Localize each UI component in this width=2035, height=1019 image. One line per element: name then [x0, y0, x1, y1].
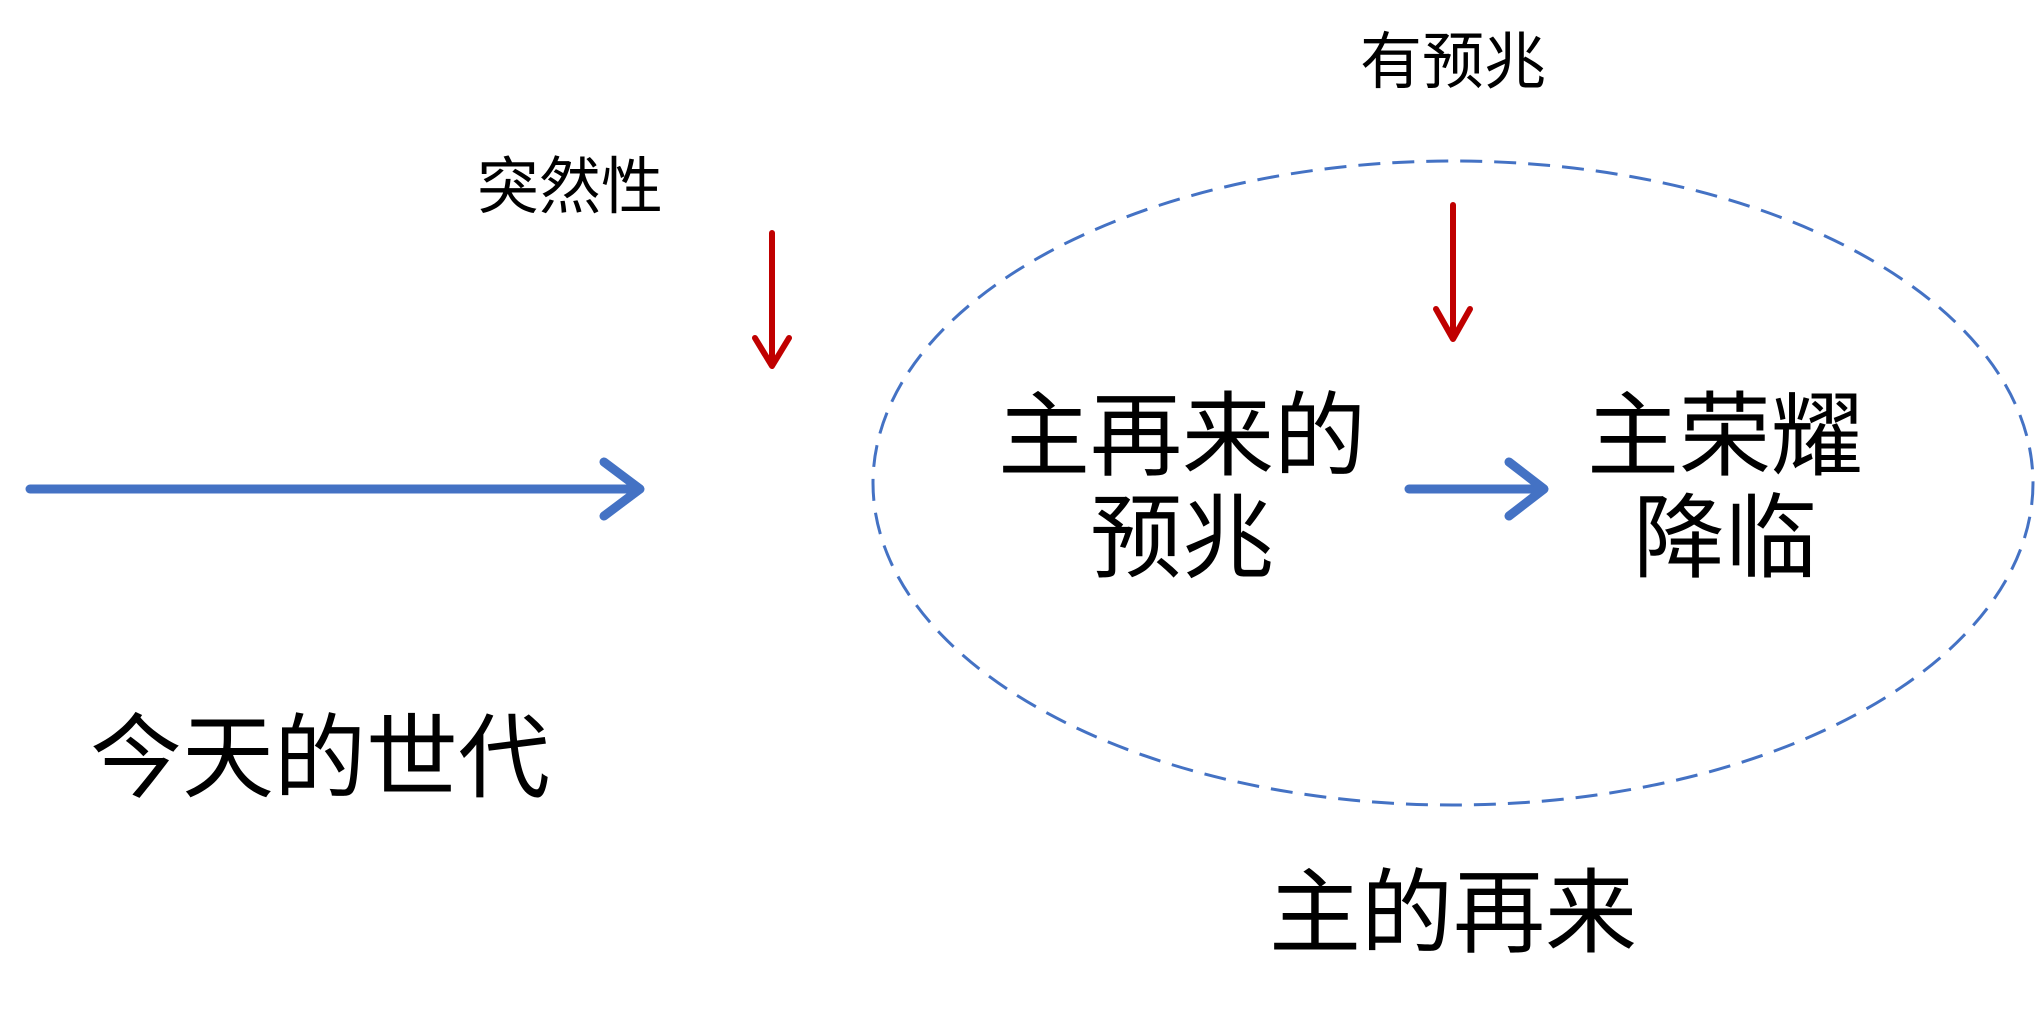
sudden-label: 突然性 [477, 150, 663, 223]
lords-return-label: 主的再来 [1269, 860, 1637, 967]
signs-of-return-line1: 主再来的 [998, 383, 1366, 490]
signs-down-arrow [1433, 202, 1473, 342]
has-signs-label: 有预兆 [1360, 25, 1546, 98]
current-generation-label: 今天的世代 [90, 705, 550, 812]
sudden-down-arrow [752, 230, 792, 369]
glory-descends-line1: 主荣耀 [1587, 383, 1863, 490]
signs-to-glory-arrow [1404, 457, 1549, 521]
signs-of-return-line2: 预兆 [1090, 485, 1274, 592]
lords-return-ellipse [871, 159, 2035, 807]
glory-descends-line2: 降临 [1633, 485, 1817, 592]
timeline-arrow [25, 457, 645, 521]
